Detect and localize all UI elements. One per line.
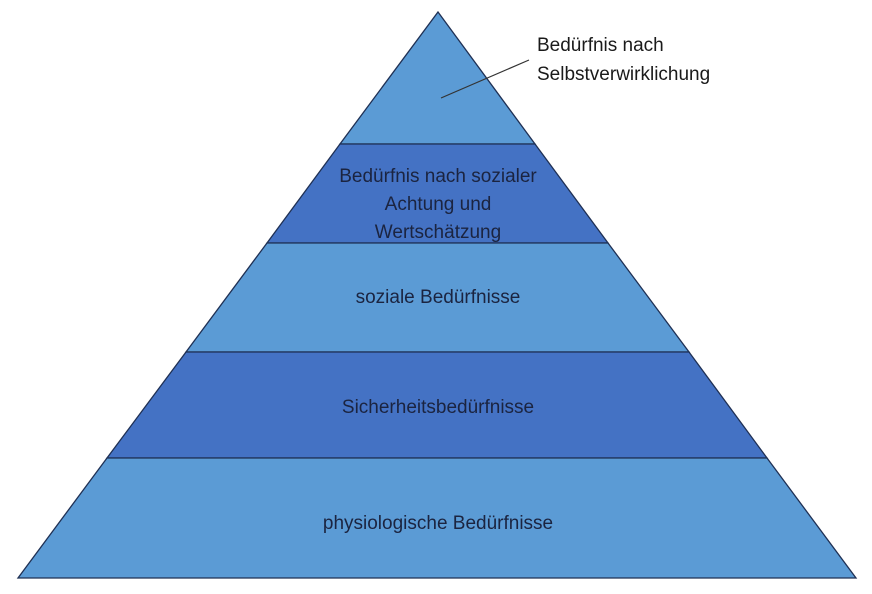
pyramid-level-selbstverwirklichung [338, 10, 537, 145]
pyramid-level-achtung-und-wertschaetzung [265, 143, 610, 244]
pyramid-level-physiologische-beduerfnisse [16, 457, 858, 579]
callout-label-line: Bedürfnis nach [537, 35, 664, 56]
pyramid-level-sicherheitsbeduerfnisse [105, 351, 769, 459]
callout-label-line: Selbstverwirklichung [537, 64, 711, 85]
pyramid-level-soziale-beduerfnisse [184, 242, 691, 353]
callout-leader-line [440, 59, 530, 99]
callout-label-selbstverwirklichung: Bedürfnis nach Selbstverwirklichung [537, 31, 710, 89]
